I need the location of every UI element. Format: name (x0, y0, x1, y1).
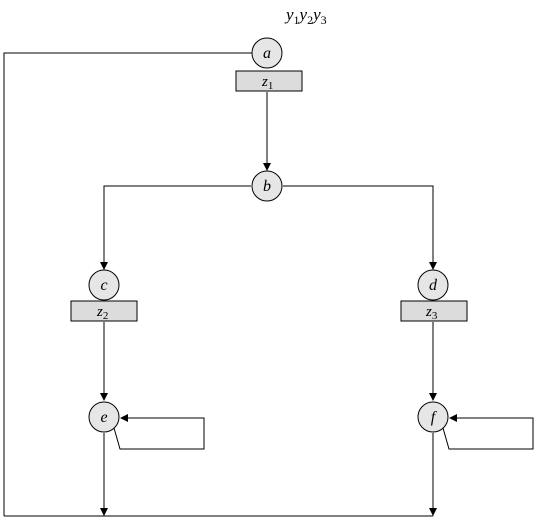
state-node-b (251, 170, 283, 202)
feedback-wire (3, 52, 252, 516)
header-var3: y (311, 5, 321, 24)
self-loop-f (442, 417, 534, 450)
self-loop-e (113, 417, 205, 450)
output-z2-sub: 2 (103, 310, 109, 322)
output-z1-name: z (261, 74, 268, 90)
state-label-c: c (100, 277, 107, 294)
state-label-e: e (100, 409, 107, 426)
state-label-f: f (431, 409, 438, 426)
output-z3-name: z (425, 304, 432, 320)
arrowhead-e (100, 393, 108, 401)
arrowhead-f (429, 393, 437, 401)
state-label-b: b (263, 178, 271, 195)
output-box-z3 (400, 300, 468, 322)
header-var1: y (284, 5, 294, 24)
self-loop-f-arrowhead (449, 414, 457, 422)
output-z1-sub: 1 (268, 80, 274, 92)
header-var3-sub: 3 (321, 13, 327, 27)
header-variables: y1y2y3 (284, 5, 327, 27)
output-box-z2 (70, 300, 138, 322)
output-z3-label: z3 (425, 304, 438, 322)
output-z1-label: z1 (261, 74, 273, 92)
arrowhead-c (100, 262, 108, 270)
state-node-f (417, 401, 449, 433)
state-node-e (88, 401, 120, 433)
self-loop-e-arrowhead (120, 414, 128, 422)
state-label-d: d (429, 277, 438, 294)
wire-b-to-d (283, 185, 434, 267)
arrowhead-e-out (100, 508, 108, 516)
wire-b-to-c (103, 185, 251, 267)
output-z2-name: z (96, 304, 103, 320)
state-node-a (251, 37, 283, 69)
header-var1-sub: 1 (294, 13, 300, 27)
state-node-c (88, 269, 120, 301)
arrowhead-b (263, 163, 271, 171)
header-var2: y (298, 5, 308, 24)
output-box-z1 (235, 70, 303, 92)
header-var2-sub: 2 (307, 13, 313, 27)
state-label-a: a (263, 45, 271, 62)
state-node-d (417, 269, 449, 301)
arrowhead-f-out (429, 508, 437, 516)
output-z3-sub: 3 (432, 310, 438, 322)
arrowhead-d (429, 262, 437, 270)
output-z2-label: z2 (96, 304, 108, 322)
